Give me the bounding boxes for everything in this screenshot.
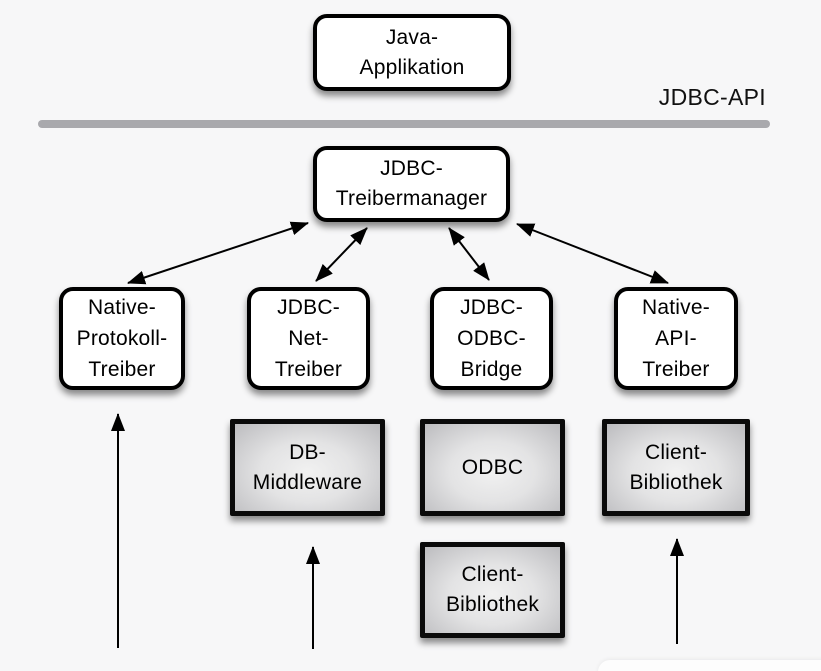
partial-box-bottom-right (598, 660, 821, 671)
node-db-middleware: DB- Middleware (230, 419, 385, 516)
node-java-applikation: Java- Applikation (313, 14, 511, 91)
node-java-applikation-label: Java- Applikation (359, 25, 465, 79)
node-client-bibliothek-right-label: Client- Bibliothek (629, 440, 723, 494)
node-native-api-treiber: Native- API- Treiber (614, 287, 738, 390)
node-native-protokoll-treiber: Native- Protokoll- Treiber (59, 287, 185, 390)
node-odbc: ODBC (420, 419, 565, 516)
node-jdbc-odbc-bridge: JDBC- ODBC- Bridge (430, 287, 553, 390)
node-jdbc-treibermanager: JDBC- Treibermanager (313, 146, 510, 222)
node-client-bibliothek-bottom: Client- Bibliothek (420, 542, 565, 638)
arrow-treibermanager-native-api (516, 223, 669, 284)
node-jdbc-treibermanager-label: JDBC- Treibermanager (335, 157, 488, 210)
node-jdbc-net-treiber-label: JDBC- Net- Treiber (274, 296, 343, 381)
node-jdbc-odbc-bridge-label: JDBC- ODBC- Bridge (457, 296, 526, 381)
node-native-protokoll-treiber-label: Native- Protokoll- Treiber (76, 296, 168, 381)
node-jdbc-net-treiber: JDBC- Net- Treiber (247, 287, 370, 390)
node-native-api-treiber-label: Native- API- Treiber (642, 296, 710, 381)
node-db-middleware-label: DB- Middleware (252, 440, 363, 494)
jdbc-api-label: JDBC-API (658, 84, 766, 110)
arrow-treibermanager-jdbc-net (315, 227, 368, 282)
node-client-bibliothek-bottom-label: Client- Bibliothek (445, 563, 540, 616)
arrow-treibermanager-native-protokoll (127, 221, 309, 285)
node-client-bibliothek-right: Client- Bibliothek (602, 419, 750, 516)
node-odbc-label: ODBC (461, 455, 524, 479)
arrow-treibermanager-jdbc-odbc (448, 227, 490, 281)
jdbc-api-divider (38, 120, 770, 128)
